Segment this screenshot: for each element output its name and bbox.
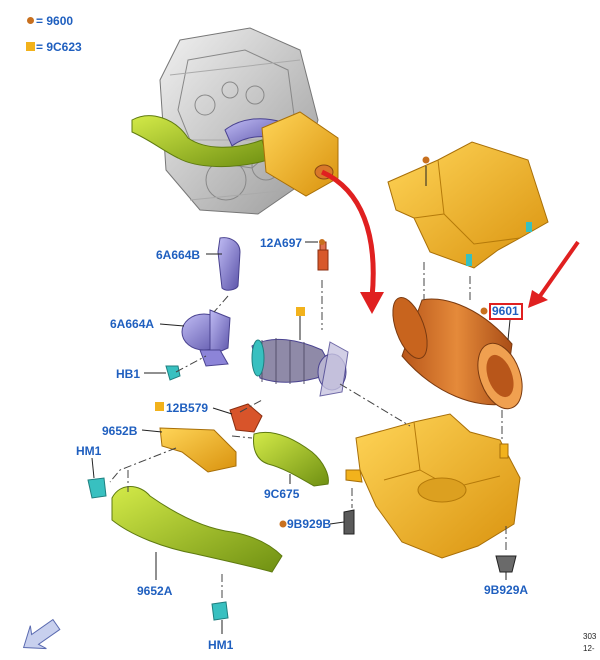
air-box-tray (345, 413, 521, 559)
callout-hose-clip[interactable]: HB1 (116, 367, 141, 381)
bellows-hose (251, 338, 349, 397)
bracket-part (229, 403, 263, 433)
clip-legend-label: = 9C623 (36, 40, 82, 54)
callout-duct-right[interactable]: 9652B (102, 424, 138, 438)
bolt-marker-cover (422, 156, 430, 164)
ref-code-line-2: 12- (583, 644, 595, 653)
bolt-marker-grommet (279, 520, 287, 528)
bolt-legend-label: = 9600 (36, 14, 74, 28)
callout-isolator[interactable]: 9B929A (484, 583, 529, 597)
red-arrow-main-head (360, 292, 384, 314)
bolt-legend-icon (27, 17, 34, 24)
red-arrow-callout-head (528, 290, 548, 308)
clip-legend-icon (26, 42, 35, 51)
callout-mount-left[interactable]: HM1 (76, 444, 102, 458)
callout-mount-bottom[interactable]: HM1 (208, 638, 234, 652)
hose-clip-part (165, 365, 181, 381)
callout-air-filter[interactable]: 9601 (492, 304, 519, 318)
navigation-arrow-icon[interactable] (16, 613, 65, 659)
resonator-purple (181, 309, 231, 367)
grommet-part (343, 509, 355, 535)
sensor-part (317, 241, 329, 271)
callout-sensor[interactable]: 12A697 (260, 236, 303, 250)
callout-grommet[interactable]: 9B929B (287, 517, 332, 531)
bracket-clip-icon (155, 402, 164, 411)
callout-duct-bend[interactable]: 9C675 (264, 487, 300, 501)
duct-right-yellow (159, 427, 237, 473)
assembly-lines (109, 262, 507, 600)
clip-marker-bellows (296, 307, 305, 316)
air-box-cover (387, 141, 549, 269)
callout-bracket[interactable]: 12B579 (166, 401, 209, 415)
red-arrow-callout (538, 240, 580, 298)
callout-hose-upper[interactable]: 6A664B (156, 248, 201, 262)
callout-highlight-box (489, 303, 523, 320)
red-arrow-main (320, 169, 376, 299)
hose-upper-purple (217, 237, 241, 291)
ref-code-line-1: 303 (583, 632, 597, 641)
isolator-part (495, 555, 517, 573)
mount-left-part (87, 477, 107, 499)
mount-bottom-part (211, 601, 229, 621)
callout-duct-lower[interactable]: 9652A (137, 584, 173, 598)
duct-lower-green (111, 486, 283, 573)
callout-resonator[interactable]: 6A664A (110, 317, 155, 331)
bolt-marker-sensor (319, 239, 325, 245)
air-filter-element (392, 297, 523, 410)
duct-bend-green (253, 431, 329, 487)
bolt-marker-filter (480, 307, 488, 315)
leader-lines (91, 166, 511, 634)
